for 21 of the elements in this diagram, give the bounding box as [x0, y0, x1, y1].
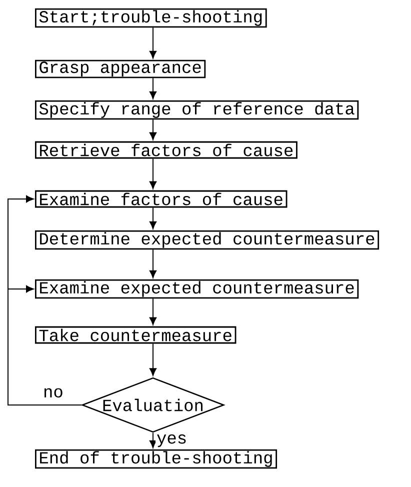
- process-box: Take countermeasure: [35, 326, 236, 344]
- process-box: Start;trouble-shooting: [35, 8, 267, 28]
- arrow: [149, 158, 157, 190]
- arrow: [149, 249, 157, 278]
- process-box: Examine expected countermeasure: [35, 279, 359, 299]
- arrow: [149, 298, 157, 326]
- process-box: Specify range of reference data: [35, 100, 359, 120]
- process-box: End of trouble-shooting: [35, 449, 278, 469]
- process-box: Determine expected countermeasure: [35, 230, 380, 250]
- arrow: [149, 78, 157, 100]
- process-box: Examine factors of cause: [35, 190, 288, 208]
- arrow: [149, 432, 157, 448]
- arrow: [149, 27, 157, 59]
- process-box: Retrieve factors of cause: [35, 141, 298, 159]
- edge-label: no: [42, 387, 64, 398]
- edge-label: yes: [156, 433, 188, 448]
- arrow: [149, 207, 157, 230]
- arrow: [149, 343, 157, 376]
- process-box: Grasp appearance: [35, 60, 206, 78]
- arrow: [8, 285, 82, 406]
- arrow: [149, 119, 157, 140]
